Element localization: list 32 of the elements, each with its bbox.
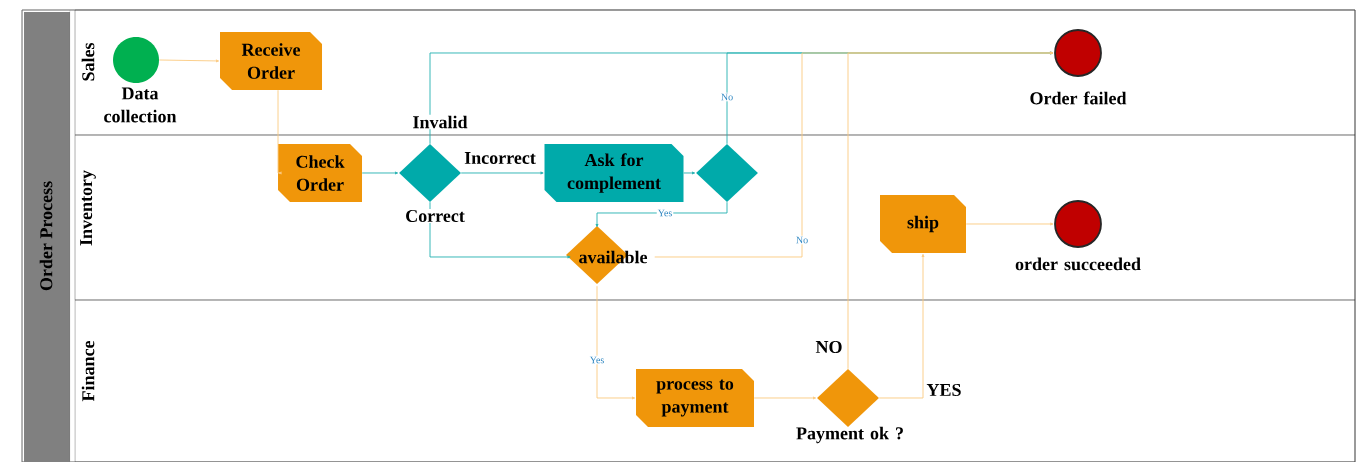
arrow <box>595 201 728 228</box>
node-label: Data collection <box>104 87 177 123</box>
task-box: Ask for complement <box>544 144 684 202</box>
decision-diamond <box>399 144 461 202</box>
edge-label: YES <box>925 382 963 398</box>
arrow <box>158 59 220 63</box>
edge-label: Correct <box>404 208 466 224</box>
edge-label: Yes <box>656 208 674 218</box>
task-box: Check Order <box>278 144 362 202</box>
arrow <box>460 171 544 175</box>
arrow <box>847 51 1054 370</box>
arrow <box>683 171 696 175</box>
task-box: Receive Order <box>220 32 322 90</box>
node-label: Order failed <box>1030 91 1127 105</box>
task-box: ship <box>880 195 966 253</box>
edge-label: Incorrect <box>463 151 537 165</box>
node-label: Payment ok ? <box>796 426 903 444</box>
arrow <box>361 171 399 175</box>
arrow <box>878 253 925 399</box>
edge-label: No <box>719 92 735 102</box>
edge-label: Invalid <box>411 114 469 130</box>
edge-label: Yes <box>588 355 606 365</box>
arrow <box>753 396 817 400</box>
edge-label: No <box>794 235 810 245</box>
node-label: order succeeded <box>1015 257 1141 271</box>
arrow <box>965 222 1054 226</box>
arrow <box>596 285 636 400</box>
task-box: process to payment <box>636 369 754 427</box>
arrow <box>277 89 282 175</box>
edge-label: NO <box>814 339 844 355</box>
arrow <box>429 201 571 259</box>
decision-diamond <box>696 144 758 202</box>
